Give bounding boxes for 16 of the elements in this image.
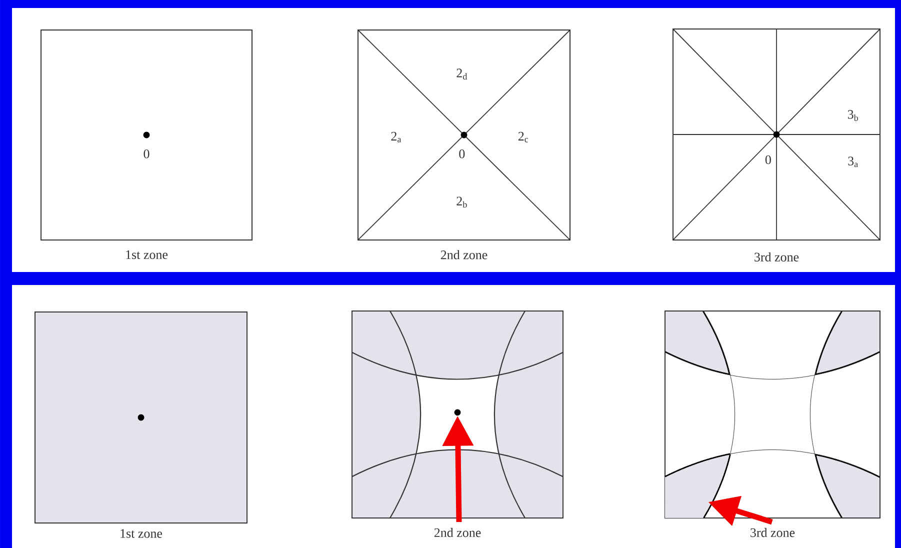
region-label: 0 [765,155,771,164]
zone-caption: 2nd zone [434,528,481,538]
zone-caption: 1st zone [126,250,168,260]
region-label: 2$_{c}$ [518,132,528,142]
region-label: 2$_{a}$ [391,132,402,142]
region-label: 2$_{d}$ [456,68,468,80]
zone-caption: 3rd zone [754,252,799,262]
region-label: 3$_{b}$ [848,110,858,121]
zone-caption: 1st zone [120,529,162,538]
zone-caption: 2nd zone [440,250,488,260]
region-label: 3$_{a}$ [848,156,858,168]
region-label: 2$_{b}$ [456,196,467,208]
region-label: 0 [144,150,150,158]
shaded-corner [664,453,731,518]
zone-caption: 3rd zone [750,528,795,538]
region-label: 0 [459,150,465,158]
